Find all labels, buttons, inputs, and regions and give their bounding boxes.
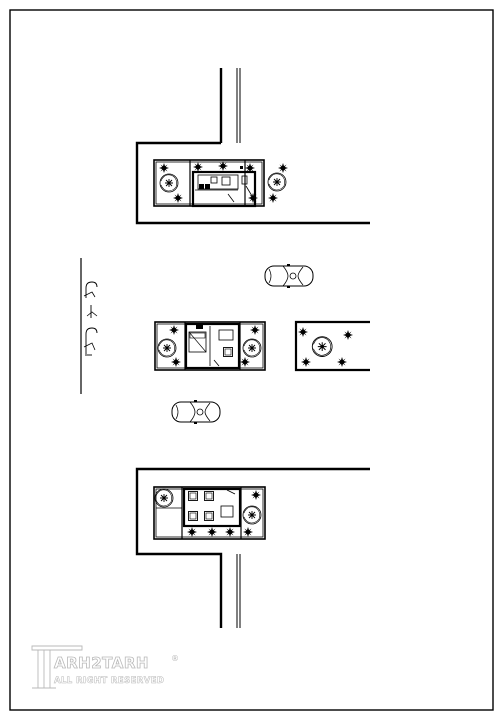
logo-pillar-icon [31, 645, 83, 689]
plant-icon [187, 527, 197, 537]
chair-icon [204, 491, 214, 501]
top-kiosk-plan [153, 159, 288, 208]
tree-icon [242, 338, 262, 358]
chair-icon [188, 511, 198, 521]
watermark-logo: ARH2TARH ® ALL RIGHT RESERVED [28, 640, 188, 696]
plant-icon [250, 325, 260, 335]
tree-icon [311, 336, 333, 358]
tree-icon [159, 173, 179, 193]
middle-kiosk-building [184, 322, 241, 370]
bottom-kiosk-plan [153, 486, 266, 540]
plant-icon [251, 490, 261, 500]
bed-icon [188, 331, 207, 353]
bottom-kiosk-building [182, 487, 242, 528]
plant-icon [169, 325, 179, 335]
desk-icon [220, 505, 234, 518]
middle-kiosk-plan [154, 321, 266, 371]
page-border [9, 9, 494, 711]
tree-icon [242, 505, 262, 525]
logo-name: ARH2TARH [54, 654, 149, 673]
plant-icon [248, 193, 258, 203]
top-street-block [135, 68, 370, 225]
toilet-icon [241, 175, 248, 185]
logo-registered-mark: ® [171, 654, 179, 663]
counter [197, 174, 239, 190]
plant-icon [240, 357, 250, 367]
plant-icon [159, 163, 169, 173]
plant-icon [337, 357, 347, 367]
chair-icon [223, 347, 233, 357]
plant-icon [193, 162, 203, 172]
plant-icon [343, 330, 353, 340]
plant-icon [225, 527, 235, 537]
plant-icon [268, 193, 278, 203]
plant-icon [171, 357, 181, 367]
top-kiosk-building [191, 170, 257, 208]
desk-icon [218, 329, 234, 341]
tree-icon [154, 488, 174, 508]
plant-icon [243, 527, 253, 537]
tree-icon [157, 338, 177, 358]
logo-tagline: ALL RIGHT RESERVED [54, 676, 165, 687]
chair-icon [204, 511, 214, 521]
plant-icon [298, 327, 308, 337]
chair-icon [188, 491, 198, 501]
car-icon [264, 263, 314, 289]
plant-icon [245, 163, 255, 173]
plant-icon [278, 163, 288, 173]
bottom-street-block [135, 467, 370, 628]
car-icon [171, 399, 221, 425]
plant-icon [207, 527, 217, 537]
plant-icon [173, 193, 183, 203]
middle-right-planter [294, 320, 370, 372]
elevation-marker-icon [80, 258, 98, 394]
plant-icon [218, 161, 228, 171]
plant-icon [301, 357, 311, 367]
tree-icon [267, 172, 287, 192]
